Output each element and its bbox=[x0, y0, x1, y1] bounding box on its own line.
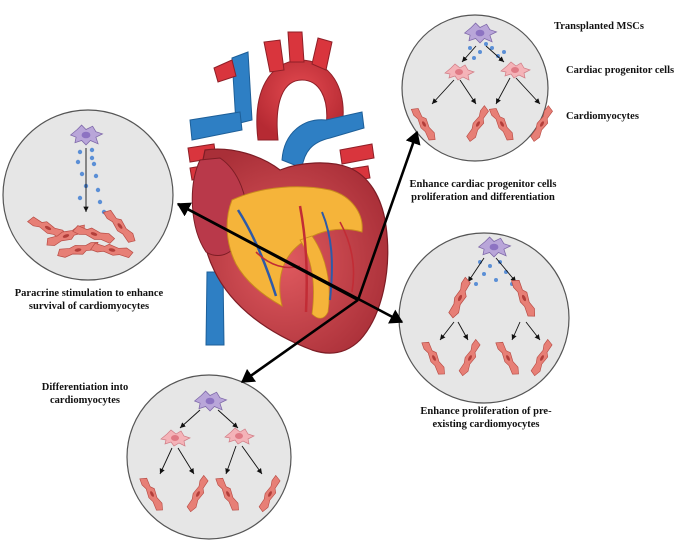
caption-enhance-progenitor: Enhance cardiac progenitor cells prolife… bbox=[398, 178, 568, 204]
caption-enhance-preexisting: Enhance proliferation of pre- existing c… bbox=[406, 405, 566, 431]
arrow-to-progenitor bbox=[356, 130, 421, 301]
arrow-to-preexisting bbox=[177, 202, 404, 324]
differentiation-contents bbox=[138, 390, 284, 514]
caption-paracrine: Paracrine stimulation to enhance surviva… bbox=[4, 287, 174, 313]
heart-arrows bbox=[176, 130, 421, 384]
circle-progenitor bbox=[401, 14, 549, 162]
caption-line: cardiomyocytes bbox=[50, 395, 120, 406]
label-cardiac-progenitor-cells: Cardiac progenitor cells bbox=[566, 65, 675, 76]
circle-differentiation bbox=[126, 374, 292, 540]
label-transplanted-mscs: Transplanted MSCs bbox=[554, 21, 644, 32]
progenitor-contents bbox=[410, 22, 556, 144]
caption-line: Differentiation into bbox=[41, 382, 129, 393]
paracrine-contents bbox=[26, 124, 138, 260]
caption-line: Enhance cardiac progenitor cells bbox=[409, 179, 557, 190]
caption-line: proliferation and differentiation bbox=[411, 192, 555, 203]
caption-line: existing cardiomyocytes bbox=[432, 419, 540, 430]
caption-line: Enhance proliferation of pre- bbox=[420, 406, 552, 417]
caption-line: Paracrine stimulation to enhance bbox=[14, 288, 164, 299]
heart-illustration bbox=[187, 31, 389, 354]
caption-line: survival of cardiomyocytes bbox=[28, 301, 150, 312]
preexisting-contents bbox=[420, 236, 556, 378]
arrow-to-differentiation bbox=[240, 298, 359, 384]
label-cardiomyocytes: Cardiomyocytes bbox=[566, 111, 639, 122]
caption-differentiation: Differentiation into cardiomyocytes bbox=[30, 381, 140, 407]
